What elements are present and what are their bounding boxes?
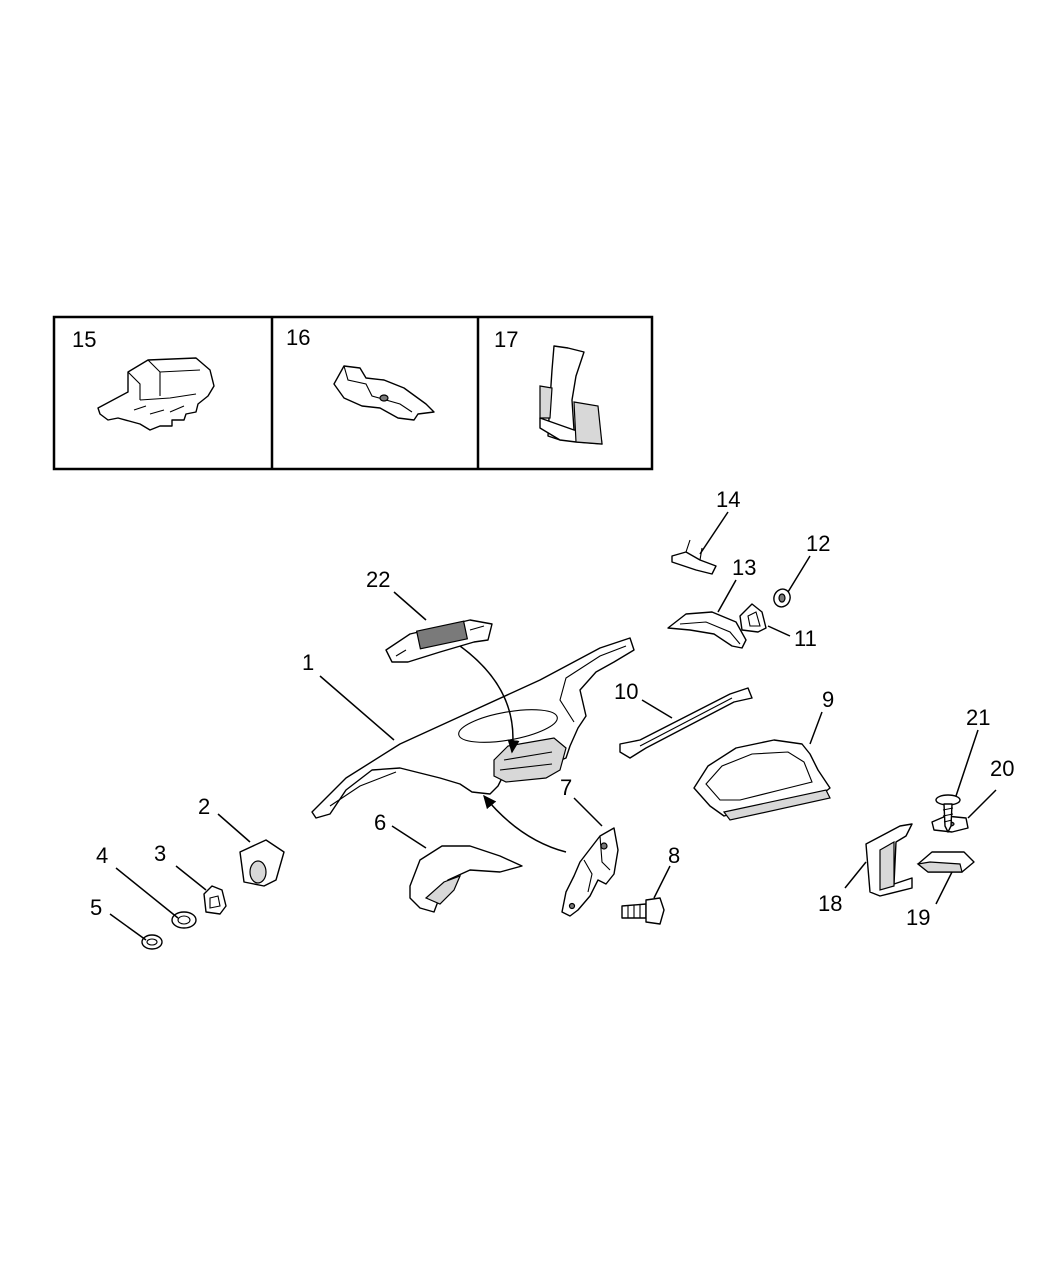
inset-panel	[52, 315, 654, 471]
callout-3: 3	[154, 841, 166, 866]
part-21-screw	[935, 794, 961, 833]
callout-4: 4	[96, 843, 108, 868]
callout-19: 19	[906, 905, 930, 930]
callout-6: 6	[374, 810, 386, 835]
callout-22: 22	[366, 567, 390, 592]
part-3-bezel	[203, 885, 227, 915]
part-8-bolt	[621, 897, 665, 925]
part-11-ring	[739, 603, 767, 633]
part-17-duct	[539, 345, 603, 445]
leader-lines	[109, 511, 997, 941]
part-15-bracket	[97, 357, 215, 431]
callout-2: 2	[198, 794, 210, 819]
callout-12: 12	[806, 531, 830, 556]
part-16-bracket	[333, 365, 435, 421]
part-12-grommet	[773, 588, 791, 608]
callout-labels: 15 16 17 14 12 13 22 11 1 10 9 21 20 7 2…	[72, 325, 1014, 930]
part-1-instrument-panel	[311, 637, 635, 819]
callout-10: 10	[614, 679, 638, 704]
part-5-ring	[141, 934, 163, 950]
callout-18: 18	[818, 891, 842, 916]
part-18-bracket	[865, 823, 913, 897]
callout-15: 15	[72, 327, 96, 352]
part-13-duct	[667, 611, 747, 649]
part-10-bar	[619, 687, 753, 759]
callout-17: 17	[494, 327, 518, 352]
callout-14: 14	[716, 487, 740, 512]
part-19-pad	[916, 851, 975, 873]
part-14-clip	[671, 539, 717, 575]
callout-7: 7	[560, 775, 572, 800]
callout-1: 1	[302, 650, 314, 675]
callout-9: 9	[822, 687, 834, 712]
callout-20: 20	[990, 756, 1014, 781]
callout-13: 13	[732, 555, 756, 580]
part-9-cover	[693, 739, 831, 821]
part-4-ring	[171, 911, 197, 929]
callout-11: 11	[794, 626, 817, 651]
part-2-end-cap	[239, 839, 285, 887]
callout-5: 5	[90, 895, 102, 920]
callout-21: 21	[966, 705, 990, 730]
part-7-bracket	[561, 827, 619, 917]
part-6-shroud	[409, 845, 523, 913]
callout-8: 8	[668, 843, 680, 868]
callout-16: 16	[286, 325, 310, 350]
part-22-vent	[385, 619, 493, 663]
